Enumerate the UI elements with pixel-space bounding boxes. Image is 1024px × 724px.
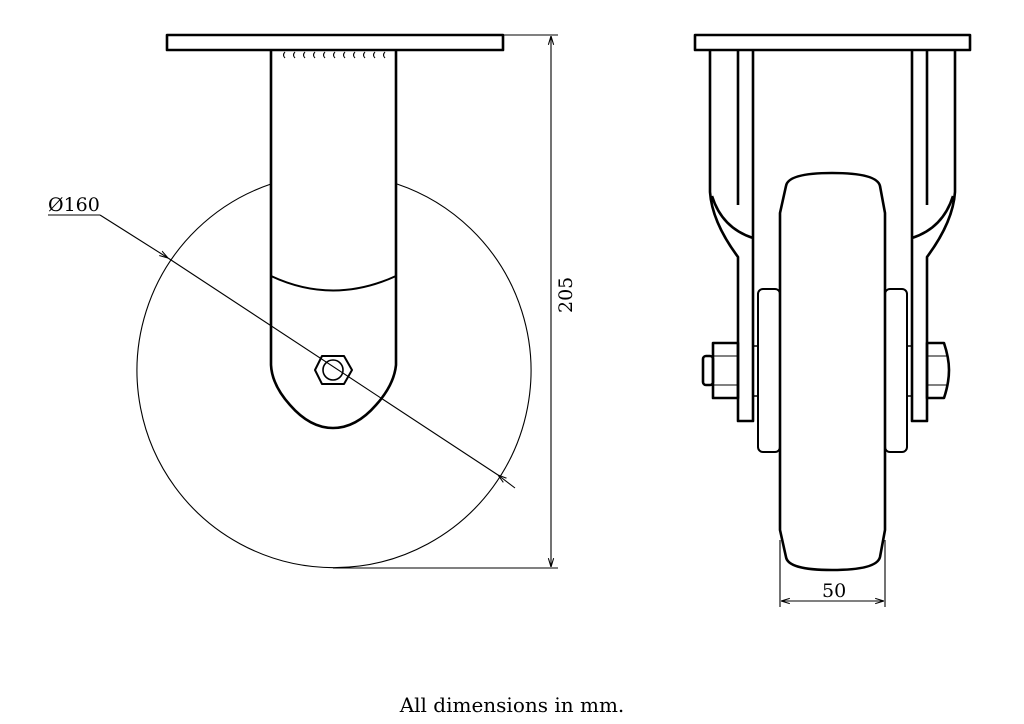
axle-right <box>906 345 913 397</box>
wheel-outline <box>136 183 532 569</box>
height-label: 205 <box>555 277 577 313</box>
bolt-head-icon <box>701 341 740 400</box>
fork-left <box>708 50 755 423</box>
diameter-dimension: Ø160 <box>48 194 516 489</box>
caption: All dimensions in mm. <box>399 693 625 717</box>
axle-left <box>752 345 759 397</box>
diameter-label: Ø160 <box>48 194 100 216</box>
fork-right <box>910 50 957 423</box>
weld-marks <box>282 51 386 59</box>
top-plate <box>165 33 505 52</box>
tyre <box>778 171 887 572</box>
height-dimension: 205 <box>333 34 577 569</box>
front-view: 50 <box>693 33 972 607</box>
fork-arc <box>270 275 397 292</box>
side-view: Ø160 205 <box>48 33 577 569</box>
width-dimension: 50 <box>779 540 886 607</box>
fork-stem <box>269 50 398 430</box>
axle-nut-icon <box>314 355 353 385</box>
hub-left <box>757 288 781 453</box>
top-plate-front <box>693 33 972 52</box>
nut-icon <box>925 341 951 400</box>
hub-right <box>884 288 908 453</box>
width-label: 50 <box>822 580 846 602</box>
